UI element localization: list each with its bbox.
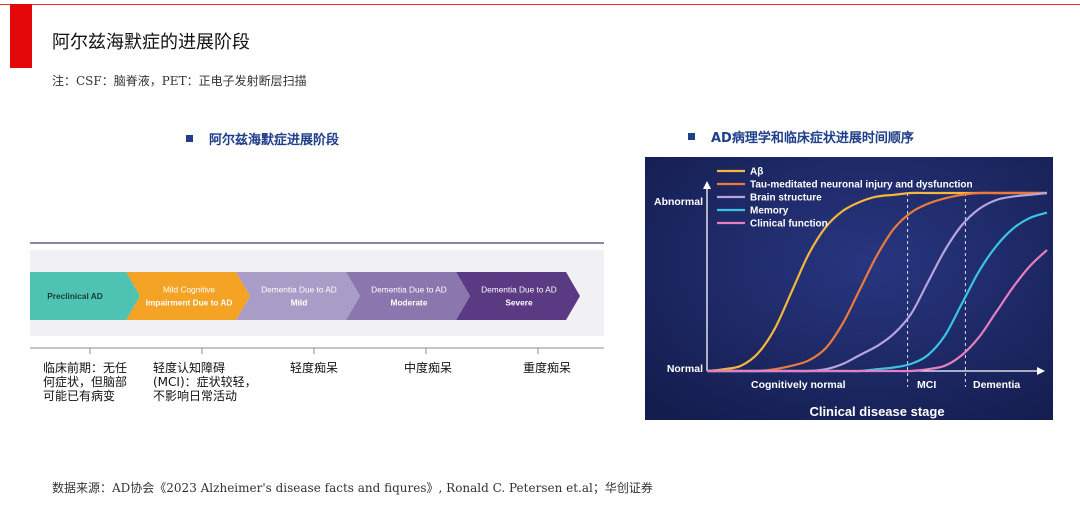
legend-label-3: Memory bbox=[750, 206, 789, 217]
x-stage-label-normal: Cognitively normal bbox=[751, 379, 846, 391]
x-axis-arrow-icon bbox=[1037, 367, 1045, 375]
y-axis-arrow-icon bbox=[703, 181, 711, 189]
left-panel-title: 阿尔兹海默症进展阶段 bbox=[186, 129, 339, 148]
stage-description-mild: 轻度痴呆 bbox=[290, 361, 338, 375]
stage-label-4-1: Severe bbox=[505, 298, 533, 308]
right-panel-title-text: AD病理学和临床症状进展时间顺序 bbox=[711, 131, 914, 146]
legend-label-4: Clinical function bbox=[750, 219, 828, 230]
x-axis-title: Clinical disease stage bbox=[809, 404, 944, 419]
stage-arrow-1 bbox=[126, 272, 250, 320]
stage-label-3-1: Moderate bbox=[391, 298, 428, 308]
stage-description-line: 重度痴呆 bbox=[523, 361, 572, 375]
legend-label-2: Brain structure bbox=[750, 193, 822, 204]
stage-arrow-4 bbox=[456, 272, 580, 320]
header-accent-bar bbox=[10, 4, 32, 68]
stage-label-3-0: Dementia Due to AD bbox=[371, 285, 447, 295]
legend-label-0: Aβ bbox=[750, 167, 763, 178]
stage-label-2-1: Mild bbox=[291, 298, 308, 308]
y-high-label: Abnormal bbox=[654, 196, 703, 208]
right-panel-title: AD病理学和临床症状进展时间顺序 bbox=[688, 127, 914, 146]
stage-label-2-0: Dementia Due to AD bbox=[261, 285, 337, 295]
page-title: 阿尔兹海默症的进展阶段 bbox=[52, 32, 250, 53]
stage-description-line: (MCI)：症状较轻， bbox=[153, 375, 257, 389]
series-line-4 bbox=[707, 249, 1048, 373]
stage-description-line: 轻度认知障碍 bbox=[153, 361, 226, 375]
x-stage-label-dementia: Dementia bbox=[973, 379, 1020, 391]
stage-arrow-0 bbox=[30, 272, 140, 320]
stage-description-line: 临床前期：无任 bbox=[43, 361, 128, 375]
stage-description-line: 轻度痴呆 bbox=[290, 361, 339, 375]
stage-arrow-2 bbox=[236, 272, 360, 320]
stage-description-line: 不影响日常活动 bbox=[153, 389, 238, 403]
top-rule bbox=[0, 4, 1080, 5]
bullet-square-icon bbox=[186, 135, 193, 142]
x-stage-label-mci: MCI bbox=[917, 379, 936, 391]
header-note: 注：CSF：脑脊液，PET：正电子发射断层扫描 bbox=[52, 74, 307, 88]
stage-label-1-0: Mild Cognitive bbox=[163, 285, 215, 295]
stage-description-moderate: 中度痴呆 bbox=[404, 361, 452, 375]
y-low-label: Normal bbox=[667, 363, 703, 375]
legend-label-1: Tau-meditated neuronal injury and dysfun… bbox=[750, 180, 973, 191]
source-note: 数据来源：AD协会《2023 Alzheimer's disease facts… bbox=[52, 481, 653, 495]
stage-description-preclinical: 临床前期：无任何症状，但脑部可能已有病变 bbox=[43, 361, 143, 403]
stage-description-mci: 轻度认知障碍(MCI)：症状较轻，不影响日常活动 bbox=[153, 361, 263, 403]
bullet-square-icon bbox=[688, 133, 695, 140]
stage-description-line: 中度痴呆 bbox=[404, 361, 453, 375]
stage-arrow-diagram: Dementia Due to AD Severe Dementia Due to … bbox=[30, 242, 604, 354]
left-panel-title-text: 阿尔兹海默症进展阶段 bbox=[209, 133, 340, 148]
stage-arrow-3 bbox=[346, 272, 470, 320]
stage-label-1-1: Impairment Due to AD bbox=[146, 298, 233, 308]
stage-description-severe: 重度痴呆 bbox=[523, 361, 571, 375]
stage-description-line: 可能已有病变 bbox=[43, 389, 116, 403]
stage-description-line: 何症状，但脑部 bbox=[43, 375, 128, 389]
stage-label-4-0: Dementia Due to AD bbox=[481, 285, 557, 295]
chart-background bbox=[645, 157, 1053, 420]
stage-label-0-0: Preclinical AD bbox=[47, 291, 103, 301]
